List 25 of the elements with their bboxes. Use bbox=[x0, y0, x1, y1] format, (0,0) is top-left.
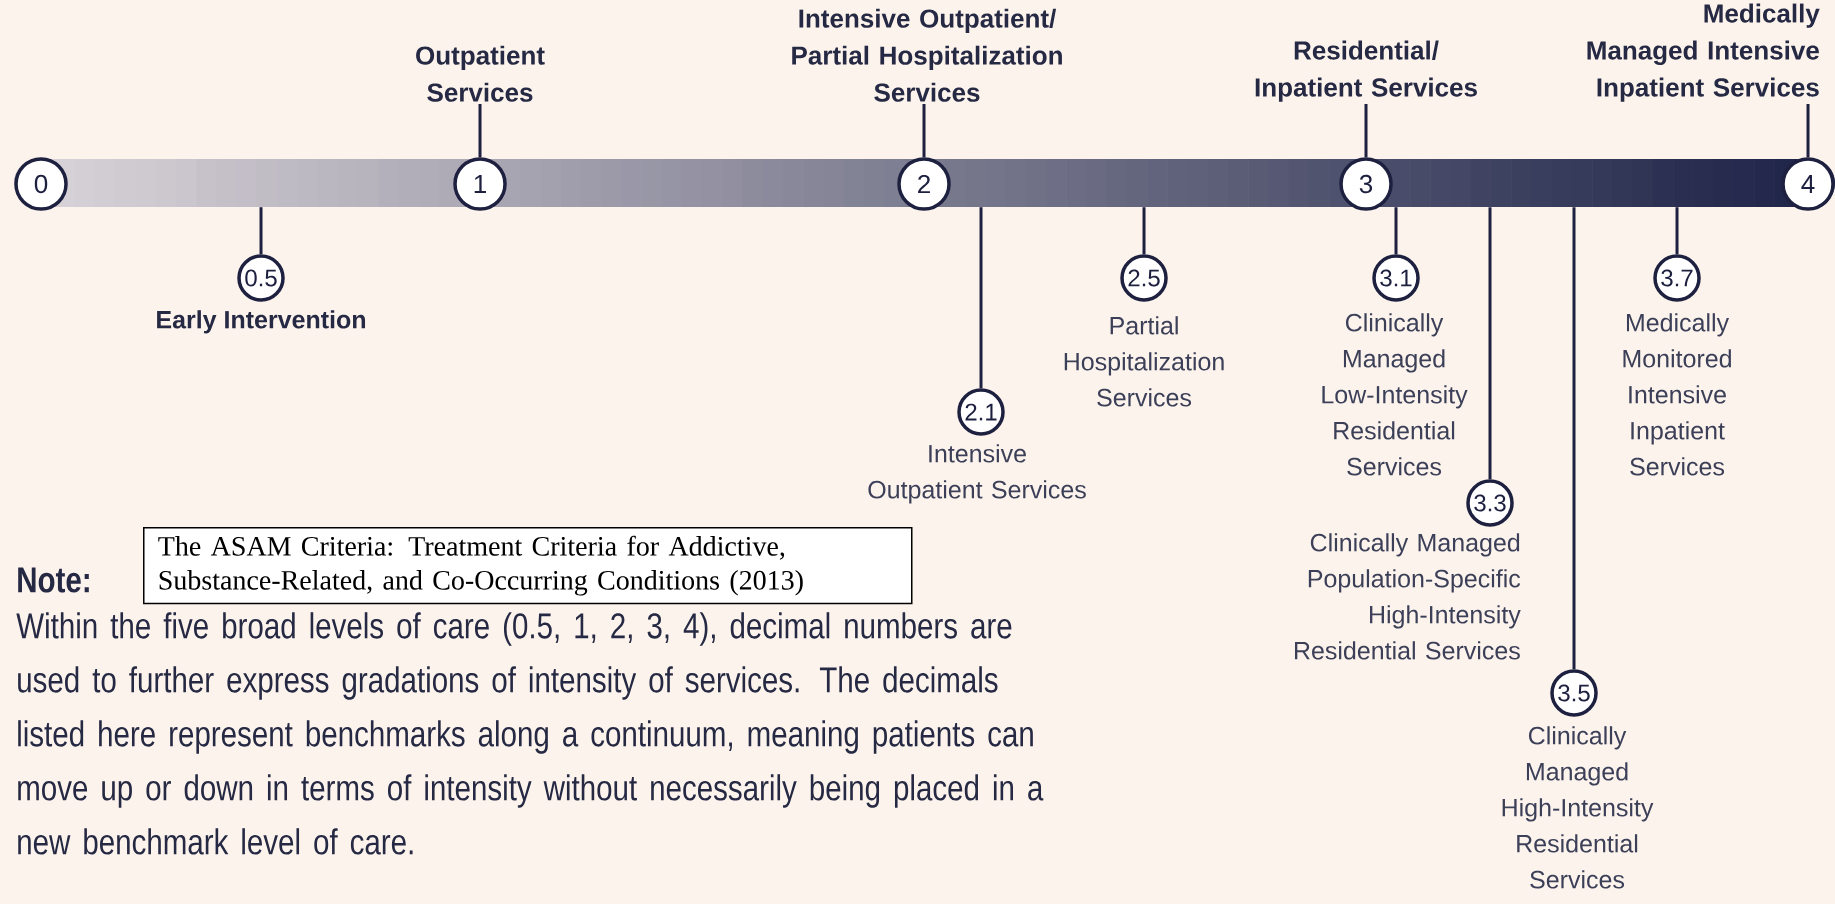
connector-line bbox=[1142, 207, 1146, 255]
level-caption: Intensive Outpatient Services bbox=[868, 444, 1086, 504]
level-heading: Medically Managed Intensive Inpatient Services bbox=[1587, 3, 1820, 102]
connector-line bbox=[1364, 104, 1368, 158]
connector-line bbox=[259, 207, 263, 255]
note-heading: Note: bbox=[18, 567, 89, 593]
level-caption: Early Intervention bbox=[157, 310, 366, 334]
level-heading: Residential/ Inpatient Services bbox=[1255, 40, 1477, 102]
connector-line bbox=[1488, 207, 1492, 480]
connector-line bbox=[979, 207, 983, 389]
connector-line bbox=[1394, 207, 1398, 255]
level-caption: Clinically Managed High-Intensity Residential Services bbox=[1502, 726, 1654, 889]
connector-line bbox=[922, 104, 926, 158]
connector-line bbox=[1572, 207, 1576, 670]
connector-line bbox=[1675, 207, 1679, 255]
connector-line bbox=[478, 104, 482, 158]
level-caption: Clinically Managed Low-Intensity Residential Services bbox=[1322, 313, 1468, 476]
level-caption: Partial Hospitalization Services bbox=[1064, 316, 1224, 407]
connector-line bbox=[1806, 104, 1810, 158]
level-heading: Outpatient Services bbox=[416, 45, 545, 102]
note-paragraph: Within the five broad levels of care (0.5, 1, 2, 3, 4), decimal numbers are used to further express gradations of intensity of services. The decimals listed here represent benchmarks along a continuum, meaning patients can move up or down in terms of intensity without necessarily being placed in a new benchmark level of care. bbox=[16, 612, 1044, 855]
level-caption: Medically Monitored Intensive Inpatient Services bbox=[1623, 313, 1731, 476]
citation-box: The ASAM Criteria: Treatment Criteria for Addictive, Substance-Related, and Co-Occurring Conditions (2013) bbox=[143, 527, 913, 605]
level-heading: Intensive Outpatient/ Partial Hospitalization Services bbox=[792, 8, 1062, 102]
level-caption: Clinically Managed Population-Specific High-Intensity Residential Services bbox=[1295, 533, 1521, 660]
